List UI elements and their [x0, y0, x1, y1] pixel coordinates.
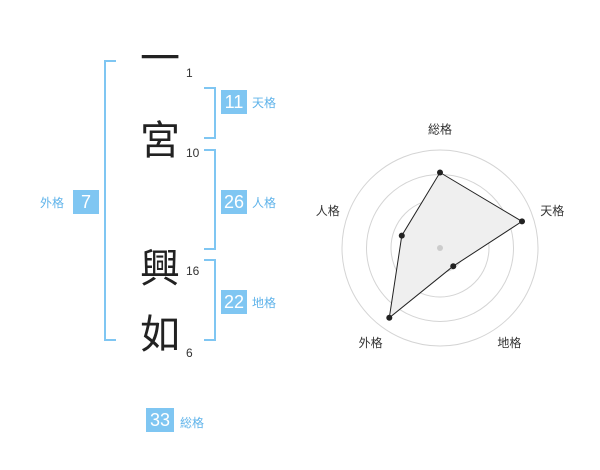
chikaku-label: 地格	[252, 296, 277, 310]
name-char-2: 宮	[140, 118, 180, 164]
radar-point-3	[450, 263, 457, 270]
tenkaku-bracket	[204, 87, 216, 139]
stroke-count-4: 6	[186, 346, 193, 360]
stroke-count-1: 1	[186, 66, 193, 80]
radar-points	[386, 169, 526, 321]
radar-axis-label-4: 外格	[359, 335, 383, 350]
chikaku-value: 22	[221, 290, 247, 314]
chikaku-bracket	[204, 259, 216, 341]
radar-axis-label-5: 人格	[316, 203, 340, 218]
tenkaku-label: 天格	[252, 96, 277, 110]
radar-point-2	[519, 218, 526, 225]
gaikaku-label: 外格	[40, 196, 65, 210]
stroke-count-3: 16	[186, 264, 200, 278]
soukaku-label: 総格	[180, 416, 205, 430]
tenkaku-value: 11	[221, 90, 247, 114]
name-char-3: 興	[140, 246, 180, 292]
jinkaku-label: 人格	[252, 196, 277, 210]
name-char-1: 一	[140, 36, 180, 82]
radar-ring-4	[341, 149, 539, 347]
radar-point-4	[386, 314, 393, 321]
radar-center-dot	[437, 245, 443, 251]
gaikaku-value: 7	[73, 190, 99, 214]
jinkaku-bracket	[204, 149, 216, 250]
radar-point-5	[398, 232, 405, 239]
jinkaku-value: 26	[221, 190, 247, 214]
name-char-4: 如	[140, 312, 180, 358]
stroke-count-2: 10	[186, 146, 200, 160]
radar-area	[388, 171, 523, 319]
radar-axis-label-2: 天格	[540, 203, 564, 218]
soukaku-value: 33	[146, 408, 174, 432]
gaikaku-bracket	[104, 60, 116, 341]
radar-axis-label-3: 地格	[497, 335, 521, 350]
radar-point-1	[437, 169, 443, 176]
radar-axis-label-1: 総格	[428, 122, 452, 137]
